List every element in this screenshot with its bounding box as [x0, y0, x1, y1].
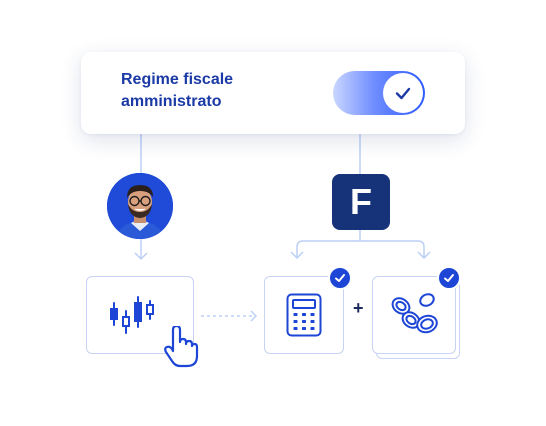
calculator-check-badge-icon [328, 266, 352, 290]
toggle-knob [383, 73, 423, 113]
fiscal-regime-card: Regime fiscale amministrato [81, 52, 465, 134]
fiscal-regime-title: Regime fiscale amministrato [121, 71, 234, 110]
check-icon [395, 87, 411, 100]
coins-check-badge-icon [437, 266, 461, 290]
hand-pointer-icon [164, 326, 199, 368]
fiscal-regime-toggle[interactable] [333, 71, 425, 115]
plus-sign: + [353, 298, 364, 318]
avatar [107, 173, 173, 239]
brand-logo-letter: F [350, 181, 372, 222]
coins-icon [391, 293, 438, 334]
candlestick-chart-icon [110, 296, 154, 334]
calculator-tile[interactable] [264, 276, 344, 354]
calculator-icon [286, 293, 322, 337]
coins-tile[interactable] [372, 276, 456, 354]
brand-logo: F [332, 174, 390, 230]
